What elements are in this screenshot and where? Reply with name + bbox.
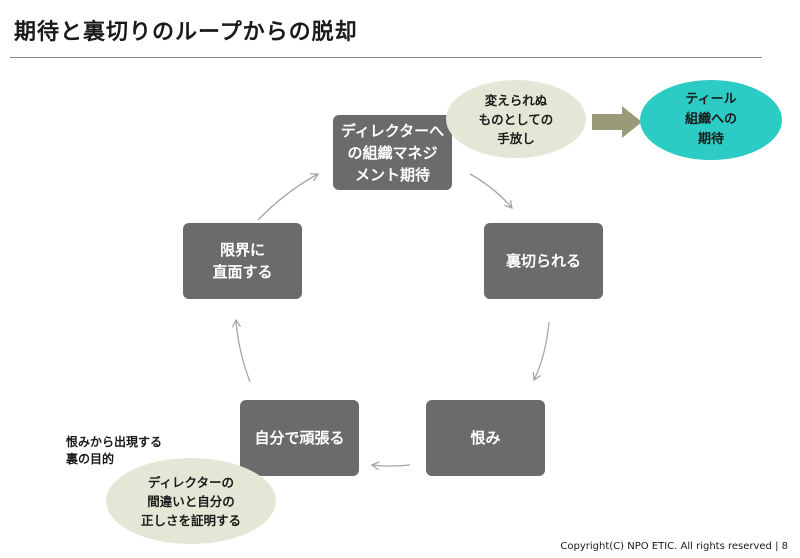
arrow-resentment-to-self-effort <box>370 461 411 471</box>
node-limit: 限界に 直面する <box>183 223 302 299</box>
arrow-limit-to-director <box>257 173 320 221</box>
arrow-self-effort-to-limit <box>231 318 251 383</box>
arrow-director-to-betrayed <box>469 173 513 209</box>
copyright-footer: Copyright(C) NPO ETIC. All rights reserv… <box>560 541 788 552</box>
bubble-teal-expectation: ティール 組織への 期待 <box>640 80 782 160</box>
bubble-letting-go: 変えられぬ ものとしての 手放し <box>446 80 586 158</box>
node-resentment: 恨み <box>426 400 545 476</box>
node-betrayed: 裏切られる <box>484 223 603 299</box>
node-self-effort: 自分で頑張る <box>240 400 359 476</box>
node-director-management: ディレクターへ の組織マネジ メント期待 <box>333 115 452 190</box>
title-divider <box>10 57 762 58</box>
page-title: 期待と裏切りのループからの脱却 <box>14 20 358 45</box>
bubble-prove-correctness: ディレクターの 間違いと自分の 正しさを証明する <box>106 458 276 544</box>
big-arrow-to-teal <box>592 106 642 138</box>
arrow-betrayed-to-resentment <box>532 321 550 382</box>
hidden-purpose-note: 恨みから出現する 裏の目的 <box>66 435 163 466</box>
